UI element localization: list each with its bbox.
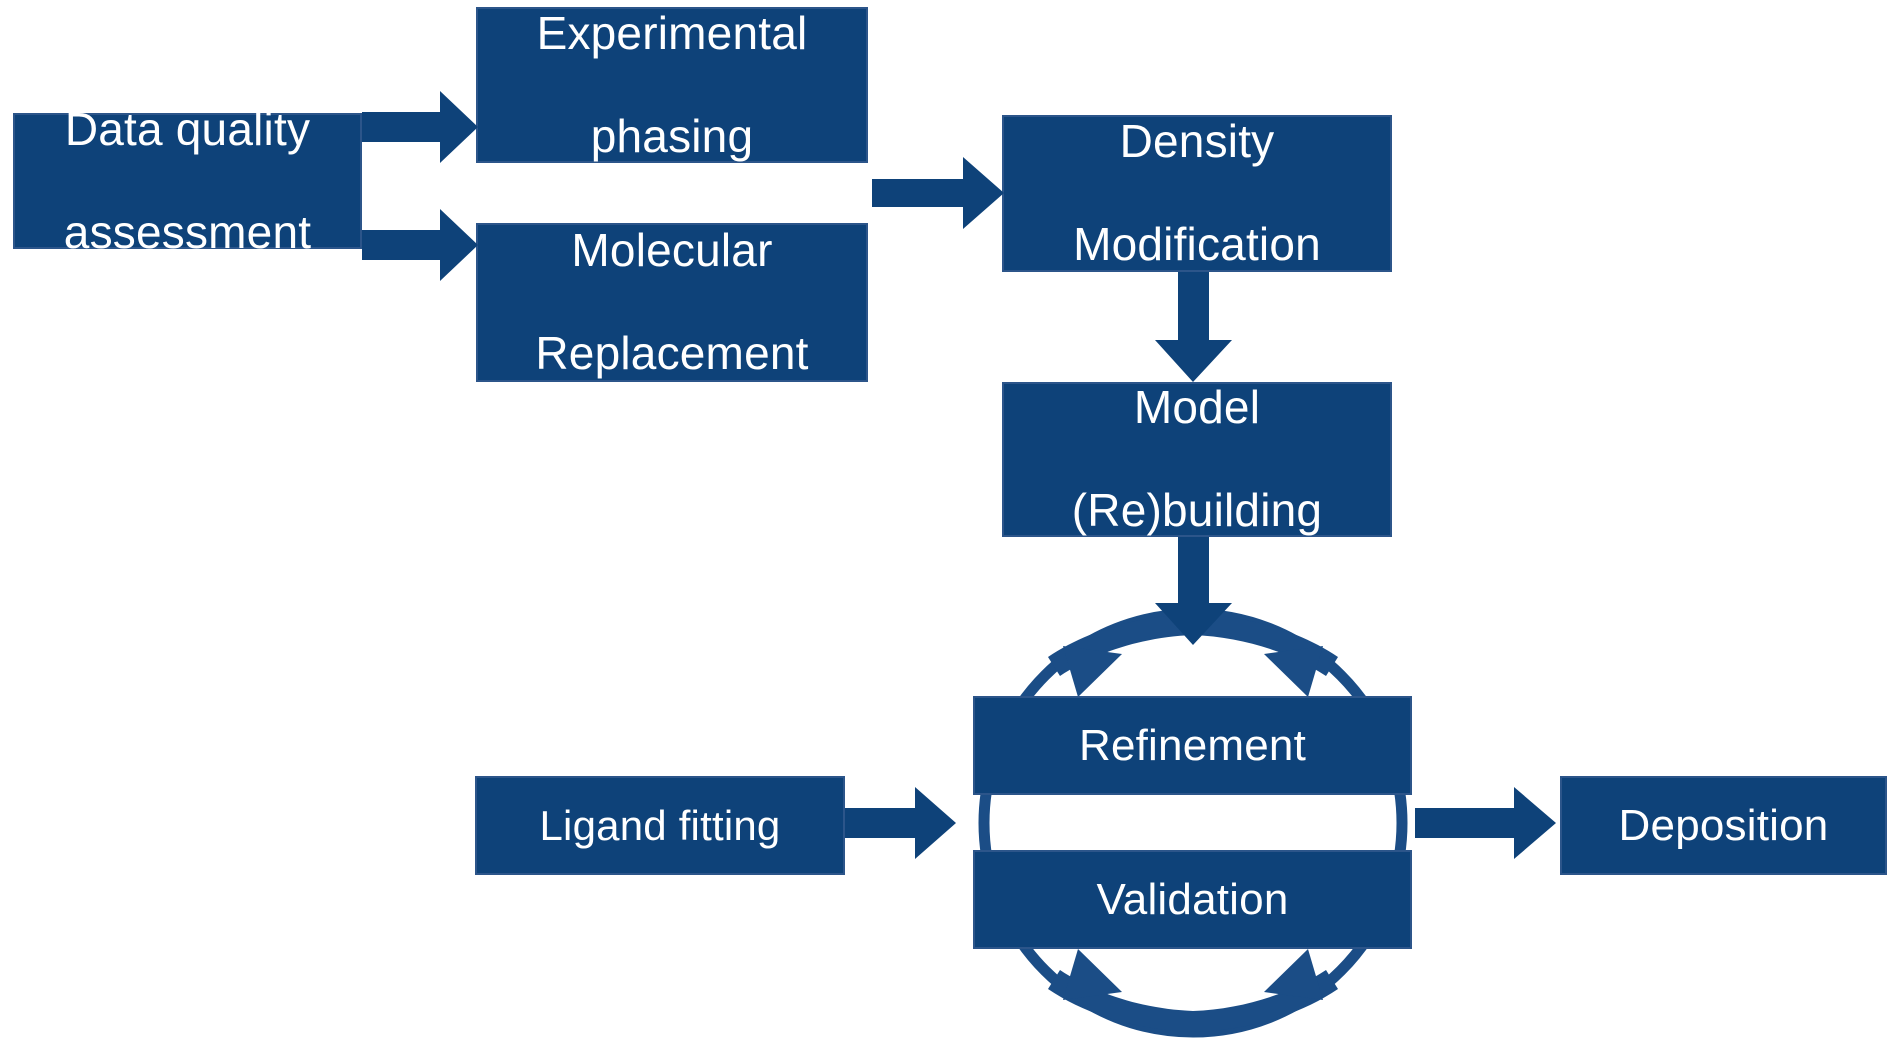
cycle-ring — [978, 608, 1408, 1038]
node-label: Validation — [1096, 874, 1289, 924]
node-refinement[interactable]: Refinement — [973, 696, 1412, 795]
node-label: Refinement — [1078, 720, 1306, 770]
cycle-bottom-left-arrow — [1048, 949, 1193, 1032]
node-validation[interactable]: Validation — [973, 850, 1412, 949]
cycle-top-right-arrow — [1193, 614, 1338, 697]
node-label: Model(Re)building — [1071, 381, 1323, 537]
node-label: Deposition — [1618, 800, 1829, 850]
node-ligand-fitting[interactable]: Ligand fitting — [475, 776, 845, 875]
arrow-data-quality-to-molecular-replacement — [362, 209, 478, 281]
arrow-data-quality-to-experimental-phasing — [362, 91, 478, 163]
arrow-density-modification-to-model-rebuilding — [1155, 272, 1232, 382]
node-label: Ligand fitting — [539, 801, 781, 849]
arrow-phasing-to-density-modification — [872, 157, 1004, 229]
node-model-rebuilding[interactable]: Model(Re)building — [1002, 382, 1392, 537]
node-deposition[interactable]: Deposition — [1560, 776, 1887, 875]
cycle-top-left-arrow — [1048, 614, 1193, 697]
arrow-model-rebuilding-to-cycle — [1155, 537, 1232, 645]
cycle-bottom-right-arrow — [1193, 949, 1338, 1032]
arrow-cycle-to-deposition — [1415, 787, 1556, 859]
arrow-ligand-fitting-to-cycle — [845, 787, 956, 859]
